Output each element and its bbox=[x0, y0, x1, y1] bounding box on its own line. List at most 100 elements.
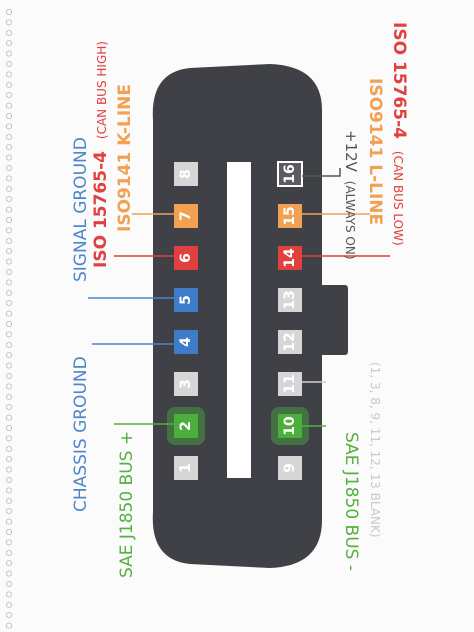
binding-hole bbox=[5, 560, 13, 567]
label-signal-ground: SIGNAL GROUND bbox=[71, 137, 91, 282]
binding-hole bbox=[5, 29, 13, 36]
pin-7-number: 7 bbox=[178, 211, 194, 221]
label-iso9141-k-line: ISO9141 K-LINE bbox=[115, 84, 135, 232]
binding-hole bbox=[5, 102, 13, 109]
label-iso15765-can-high-main: ISO 15765-4 bbox=[91, 151, 111, 268]
binding-hole bbox=[5, 331, 13, 338]
pin-11-number: 11 bbox=[282, 374, 298, 393]
pin-3-number: 3 bbox=[178, 379, 194, 389]
label-iso15765-can-high-sub: (CAN BUS HIGH) bbox=[95, 41, 109, 139]
binding-hole bbox=[5, 310, 13, 317]
binding-hole bbox=[5, 8, 13, 16]
pin-2-number: 2 bbox=[178, 421, 194, 431]
binding-hole bbox=[5, 227, 13, 234]
binding-hole bbox=[5, 206, 13, 213]
pin-8 bbox=[174, 162, 198, 186]
pin-15-number: 15 bbox=[282, 206, 298, 225]
binding-hole bbox=[5, 518, 13, 525]
pin-13-number: 13 bbox=[282, 290, 298, 309]
binding-hole bbox=[5, 591, 13, 598]
binding-hole bbox=[5, 300, 13, 307]
pin-7 bbox=[174, 204, 198, 228]
binding-hole bbox=[5, 71, 13, 78]
pin-4-number: 4 bbox=[178, 337, 194, 347]
binding-hole bbox=[5, 456, 13, 463]
binding-hole bbox=[5, 320, 13, 328]
binding-hole bbox=[5, 466, 13, 473]
binding-hole bbox=[5, 196, 13, 203]
binding-hole bbox=[5, 185, 13, 192]
binding-hole bbox=[5, 237, 13, 244]
leader-lines bbox=[88, 168, 390, 427]
pin-13 bbox=[278, 288, 302, 312]
pin-16 bbox=[277, 161, 303, 187]
label-plus12v-sub: (ALWAYS ON) bbox=[343, 181, 357, 260]
binding-hole bbox=[5, 268, 13, 276]
label-iso9141-l-line: ISO9141 L-LINE bbox=[365, 78, 385, 225]
binding-hole bbox=[5, 144, 13, 151]
binding-hole bbox=[5, 40, 13, 47]
binding-hole bbox=[5, 622, 13, 629]
binding-hole bbox=[5, 487, 13, 494]
binding-hole bbox=[5, 50, 13, 57]
binding-hole bbox=[5, 133, 13, 140]
binding-hole bbox=[5, 601, 13, 608]
binding-hole bbox=[5, 341, 13, 348]
binding-hole bbox=[5, 476, 13, 484]
pin-9 bbox=[278, 456, 302, 480]
binding-hole bbox=[5, 19, 13, 26]
pin-5-number: 5 bbox=[178, 295, 194, 305]
binding-hole bbox=[5, 570, 13, 577]
pin-8-number: 8 bbox=[178, 169, 194, 179]
binding-hole bbox=[5, 508, 13, 515]
pin-12-number: 12 bbox=[282, 332, 298, 351]
pin-9-number: 9 bbox=[282, 463, 298, 473]
binding-hole bbox=[5, 372, 13, 380]
connector-tab bbox=[318, 285, 348, 355]
pin-1-number: 1 bbox=[178, 463, 194, 473]
binding-hole bbox=[5, 539, 13, 546]
binding-hole bbox=[5, 612, 13, 619]
label-plus12v-always-on: +12V (ALWAYS ON) bbox=[342, 130, 360, 260]
binding-hole bbox=[5, 112, 13, 120]
binding-hole bbox=[5, 362, 13, 369]
pin-11 bbox=[278, 372, 302, 396]
binding-hole bbox=[5, 123, 13, 130]
binding-hole bbox=[5, 216, 13, 224]
pin-3 bbox=[174, 372, 198, 396]
label-plus12v-main: +12V bbox=[342, 130, 360, 173]
binding-hole bbox=[5, 383, 13, 390]
pin-15 bbox=[278, 204, 302, 228]
connector-slot bbox=[227, 162, 251, 478]
label-iso15765-can-low-sub: (CAN BUS LOW) bbox=[391, 151, 405, 246]
binding-hole bbox=[5, 248, 13, 255]
binding-hole bbox=[5, 528, 13, 536]
pin-10-number: 10 bbox=[282, 416, 298, 436]
binding-hole bbox=[5, 445, 13, 452]
pin-2 bbox=[174, 414, 198, 438]
binding-hole bbox=[5, 164, 13, 172]
label-iso15765-can-low-main: ISO 15765-4 bbox=[389, 22, 409, 139]
binding-hole bbox=[5, 60, 13, 68]
binding-hole bbox=[5, 497, 13, 504]
label-chassis-ground: CHASSIS GROUND bbox=[71, 356, 91, 512]
pin-10 bbox=[278, 414, 302, 438]
pin-5 bbox=[174, 288, 198, 312]
pin-4 bbox=[174, 330, 198, 354]
binding-hole bbox=[5, 154, 13, 161]
binding-holes bbox=[5, 8, 13, 629]
pin-14-number: 14 bbox=[282, 248, 298, 268]
binding-hole bbox=[5, 289, 13, 296]
pin-16-number: 16 bbox=[282, 164, 298, 183]
binding-hole bbox=[5, 92, 13, 99]
pin-6-number: 6 bbox=[178, 253, 194, 263]
binding-hole bbox=[5, 175, 13, 182]
binding-hole bbox=[5, 258, 13, 265]
binding-hole bbox=[5, 549, 13, 556]
binding-hole bbox=[5, 352, 13, 359]
pin-12 bbox=[278, 330, 302, 354]
pin-14 bbox=[278, 246, 302, 270]
binding-hole bbox=[5, 404, 13, 411]
leader-pin16 bbox=[302, 168, 341, 177]
binding-hole bbox=[5, 435, 13, 442]
